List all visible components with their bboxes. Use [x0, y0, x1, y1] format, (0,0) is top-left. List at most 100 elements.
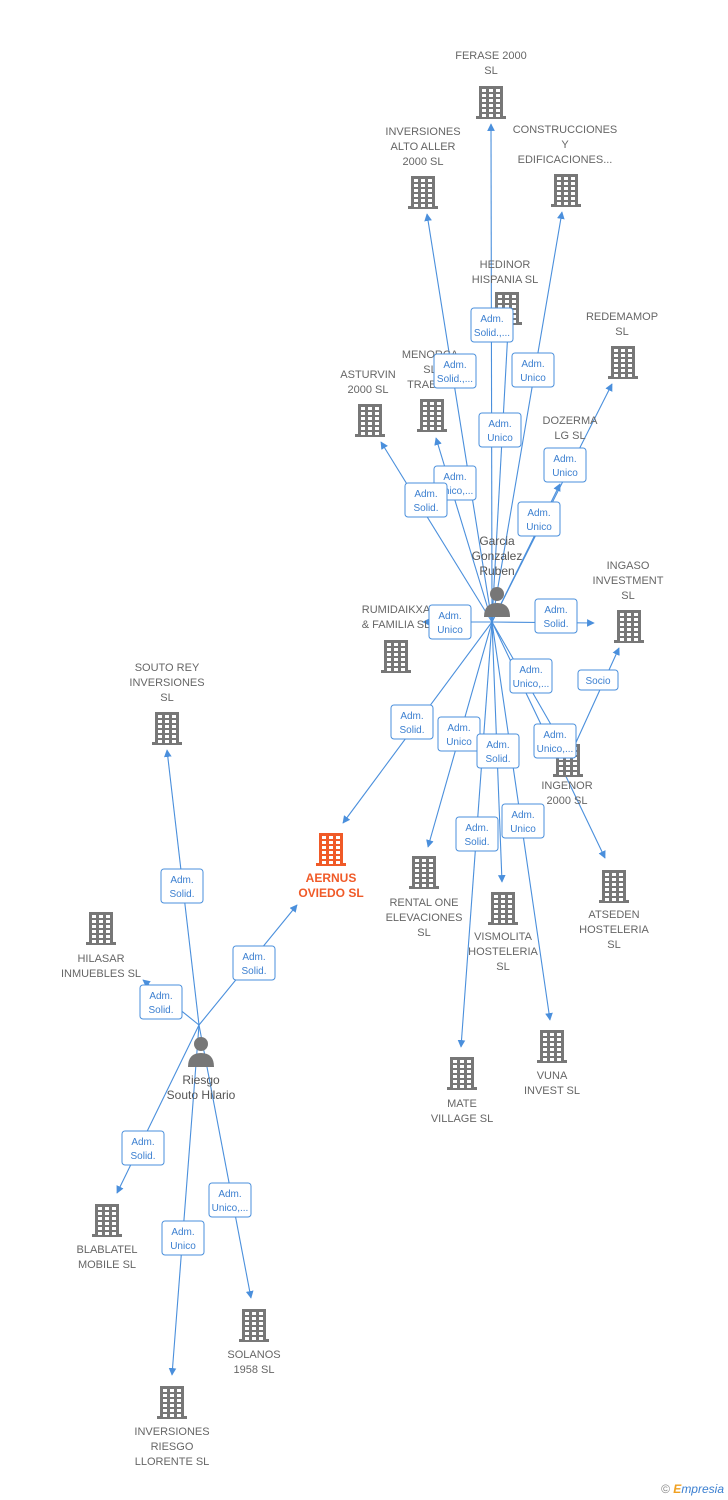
building-icon — [381, 640, 411, 673]
edge-label-riesgo-blablatel[interactable]: Adm. Solid. — [121, 1130, 165, 1166]
company-label: RUMIDAIKXA — [362, 604, 431, 616]
company-label: SL — [607, 939, 620, 951]
edge-label-riesgo-hilasar[interactable]: Adm.Solid. — [139, 984, 183, 1020]
company-label: RIESGO — [151, 1441, 194, 1453]
company-label: 1958 SL — [234, 1364, 275, 1376]
company-label: MATE — [447, 1098, 477, 1110]
company-node-rumidaikxa[interactable]: RUMIDAIKXA& FAMILIA SL — [362, 604, 431, 673]
company-label: DOZERMA — [543, 415, 599, 427]
company-label: 2000 SL — [547, 795, 588, 807]
company-label: SL — [160, 692, 173, 704]
edge-label-text: Adm. — [438, 611, 461, 622]
edge-label-text: Solid. — [413, 503, 438, 514]
edge-label-text: Unico,... — [513, 679, 550, 690]
building-icon — [614, 610, 644, 643]
company-label: LLORENTE SL — [135, 1456, 210, 1468]
company-label: HILASAR — [77, 953, 124, 965]
person-label: Souto Hilario — [167, 1088, 236, 1102]
edge-label-garcia-hedinor[interactable]: Adm.Unico — [478, 412, 522, 448]
edge-label-text: Adm. — [527, 508, 550, 519]
edge-label-text: Adm. — [465, 823, 488, 834]
edge-label-text: Solid. — [130, 1151, 155, 1162]
company-label: REDEMAMOP — [586, 311, 658, 323]
edge-label-ingenor-ingaso[interactable]: Socio — [577, 669, 619, 691]
edge-label-text: Adm. — [443, 360, 466, 371]
edge-label-garcia-dozerma[interactable]: Adm.Unico — [517, 501, 561, 537]
edge-label-garcia-aernus[interactable]: Adm.Solid. — [390, 704, 434, 740]
edge-label-text: Solid. — [399, 725, 424, 736]
edge-garcia-asturvin — [380, 441, 493, 623]
edge-label-garcia-vuna[interactable]: Adm. Unico — [501, 803, 545, 839]
edge-label-text: Unico — [487, 433, 513, 444]
building-icon — [408, 176, 438, 209]
company-label: EDIFICACIONES... — [518, 154, 613, 166]
edge-label-garcia-redemamop[interactable]: Adm.Unico — [543, 447, 587, 483]
edge-label-garcia-atseden[interactable]: Adm.Unico,... — [533, 723, 577, 759]
edge-label-riesgo-solanos[interactable]: Adm.Unico,... — [208, 1182, 252, 1218]
edge-label-garcia-rumidaikxa[interactable]: Adm.Unico — [428, 604, 472, 640]
person-label: Garcia — [479, 534, 515, 548]
edge-label-riesgo-souto_rey[interactable]: Adm.Solid. — [160, 868, 204, 904]
edge-label-text: Adm. — [171, 1227, 194, 1238]
company-label: SOUTO REY — [135, 662, 200, 674]
edge-label-text: Adm. — [511, 810, 534, 821]
edge-garcia-ferase — [487, 123, 495, 623]
edge-label-garcia-asturvin[interactable]: Adm.Solid. — [404, 482, 448, 518]
company-label: INVERSIONES — [134, 1426, 209, 1438]
edge-label-riesgo-aernus[interactable]: Adm.Solid. — [232, 945, 276, 981]
company-label: CONSTRUCCIONES — [513, 124, 618, 136]
edge-label-text: Adm. — [242, 952, 265, 963]
building-icon — [608, 346, 638, 379]
copyright-symbol: © — [661, 1482, 670, 1496]
company-node-inv_riesgo[interactable]: INVERSIONES RIESGO LLORENTE SL — [134, 1386, 210, 1468]
building-icon — [537, 1030, 567, 1063]
company-label: INVESTMENT — [593, 575, 664, 587]
edge-riesgo-blablatel — [116, 1024, 200, 1194]
edge-label-text: Solid. — [464, 837, 489, 848]
edge-label-garcia-rental_one[interactable]: Adm.Unico — [437, 716, 481, 752]
edge-label-garcia-inv_alto_aller[interactable]: Adm.Solid.,... — [433, 353, 477, 389]
edge-label-garcia-ingenor[interactable]: Adm.Unico,... — [509, 658, 553, 694]
building-icon — [316, 833, 346, 866]
edge-label-text: Adm. — [443, 472, 466, 483]
edge-label-text: Unico — [170, 1241, 196, 1252]
edge-label-text: Adm. — [170, 875, 193, 886]
brand-logo[interactable]: Empresia — [673, 1482, 724, 1496]
company-label: HISPANIA SL — [472, 274, 538, 286]
edge-label-garcia-mate_village[interactable]: Adm. Solid. — [455, 816, 499, 852]
edge-label-garcia-ingaso[interactable]: Adm.Solid. — [534, 598, 578, 634]
edge-label-garcia-ferase[interactable]: Adm.Solid.,... — [470, 307, 514, 343]
edge-garcia-construcciones — [491, 211, 565, 623]
edge-label-riesgo-inv_riesgo[interactable]: Adm. Unico — [161, 1220, 205, 1256]
building-icon — [476, 86, 506, 119]
building-icon — [488, 892, 518, 925]
edge-label-text: Unico — [446, 737, 472, 748]
edge-label-text: Adm. — [544, 605, 567, 616]
edge-label-garcia-vismolita[interactable]: Adm.Solid. — [476, 733, 520, 769]
company-node-construcciones[interactable]: CONSTRUCCIONESYEDIFICACIONES... — [513, 124, 618, 207]
edge-label-text: Solid. — [148, 1005, 173, 1016]
company-label: MOBILE SL — [78, 1259, 136, 1271]
edge-label-text: Adm. — [131, 1137, 154, 1148]
edge-label-text: Unico — [510, 824, 536, 835]
edge-label-garcia-construcciones[interactable]: Adm.Unico — [511, 352, 555, 388]
